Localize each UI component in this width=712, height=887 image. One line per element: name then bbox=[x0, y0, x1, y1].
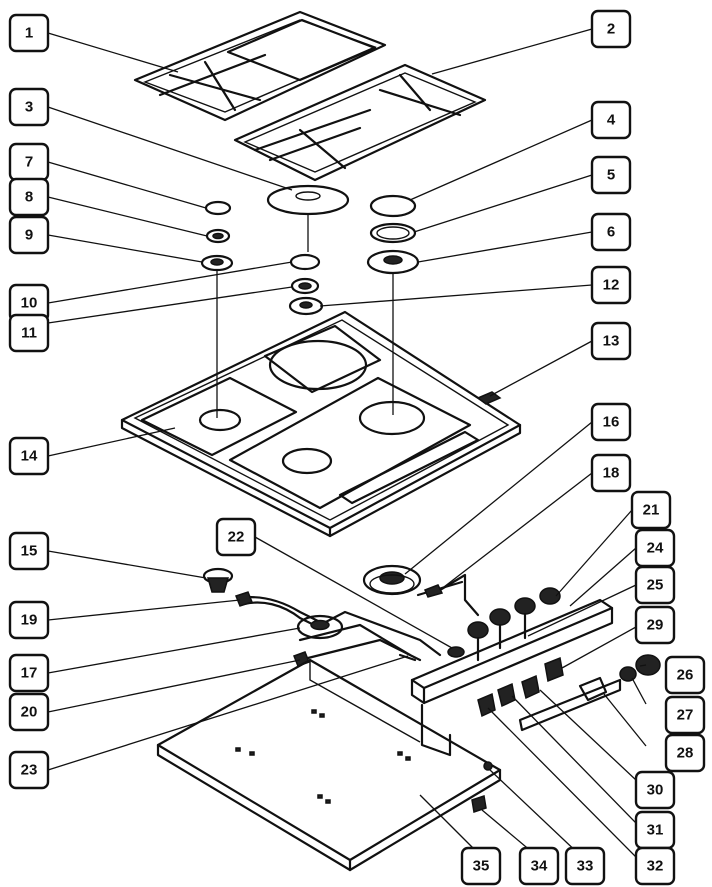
callout-7-label: 7 bbox=[25, 154, 33, 171]
pan-support-right bbox=[233, 63, 487, 182]
callout-21: 21 bbox=[630, 490, 672, 530]
callout-21-label: 21 bbox=[643, 502, 660, 519]
callout-28-label: 28 bbox=[677, 745, 694, 762]
callout-17-label: 17 bbox=[21, 665, 38, 682]
gas-taps bbox=[467, 587, 561, 662]
callout-11-label: 11 bbox=[21, 325, 37, 342]
injector-15 bbox=[202, 567, 234, 593]
pan-support-left bbox=[133, 10, 387, 122]
callout-25: 25 bbox=[634, 565, 676, 605]
callout-13-label: 13 bbox=[603, 333, 620, 350]
callout-28: 28 bbox=[664, 733, 706, 773]
knob-26 bbox=[635, 654, 661, 676]
burner-assembly-17 bbox=[296, 614, 344, 640]
callout-14: 14 bbox=[8, 436, 50, 476]
callout-18: 18 bbox=[590, 453, 632, 493]
callout-9-label: 9 bbox=[25, 227, 33, 244]
burner-cap-small-7 bbox=[204, 200, 232, 216]
burner-cap-medium bbox=[369, 194, 417, 218]
callout-33-label: 33 bbox=[577, 858, 594, 875]
burner-base-6 bbox=[366, 249, 420, 275]
callout-25-label: 25 bbox=[647, 577, 664, 594]
burner-ring-5 bbox=[369, 222, 417, 244]
callout-27: 27 bbox=[664, 695, 706, 735]
callout-35: 35 bbox=[460, 846, 502, 886]
hob-top-plate bbox=[120, 310, 522, 538]
burner-base-12 bbox=[288, 296, 324, 316]
callout-3-label: 3 bbox=[25, 99, 33, 116]
callout-23-label: 23 bbox=[21, 762, 38, 779]
leader-lines bbox=[47, 28, 647, 858]
callout-13: 13 bbox=[590, 321, 632, 361]
callout-32: 32 bbox=[634, 846, 676, 886]
callout-4: 4 bbox=[590, 100, 632, 140]
callout-30-label: 30 bbox=[647, 782, 664, 799]
callout-33: 33 bbox=[564, 846, 606, 886]
burner-ring-11 bbox=[290, 277, 320, 295]
tray-marks bbox=[235, 709, 411, 804]
callout-16-label: 16 bbox=[603, 414, 620, 431]
callout-1-label: 1 bbox=[25, 25, 33, 42]
callout-26-label: 26 bbox=[677, 667, 694, 684]
callout-20-label: 20 bbox=[21, 704, 38, 721]
callout-34: 34 bbox=[518, 846, 560, 886]
callout-14-label: 14 bbox=[21, 448, 38, 465]
burner-cap-large bbox=[266, 184, 350, 216]
callout-4-label: 4 bbox=[607, 112, 616, 129]
callout-23: 23 bbox=[8, 750, 50, 790]
callout-19: 19 bbox=[8, 600, 50, 640]
burner-assembly-16 bbox=[362, 564, 422, 596]
callout-8: 8 bbox=[8, 177, 50, 217]
control-bracket bbox=[410, 598, 622, 732]
callout-15-label: 15 bbox=[21, 543, 38, 560]
bracket-post bbox=[420, 703, 452, 757]
pipe-fitting-19 bbox=[235, 591, 253, 607]
callout-10-label: 10 bbox=[21, 295, 38, 312]
callout-20: 20 bbox=[8, 692, 50, 732]
callout-29-label: 29 bbox=[647, 617, 664, 634]
callout-6: 6 bbox=[590, 212, 632, 252]
callout-11: 11 bbox=[8, 313, 50, 353]
pipe-fitting-22 bbox=[447, 646, 465, 658]
callout-15: 15 bbox=[8, 531, 50, 571]
callout-32-label: 32 bbox=[647, 858, 664, 875]
burner-ring-8 bbox=[205, 228, 231, 244]
callout-7: 7 bbox=[8, 142, 50, 182]
callout-2: 2 bbox=[590, 9, 632, 49]
callout-24: 24 bbox=[634, 528, 676, 568]
callout-30: 30 bbox=[634, 770, 676, 810]
callout-22: 22 bbox=[215, 517, 257, 557]
callout-18-label: 18 bbox=[603, 465, 620, 482]
callout-9: 9 bbox=[8, 215, 50, 255]
callout-22-label: 22 bbox=[228, 529, 245, 546]
callout-2-label: 2 bbox=[607, 21, 615, 38]
callout-3: 3 bbox=[8, 87, 50, 127]
knob-27 bbox=[619, 666, 637, 682]
callout-31: 31 bbox=[634, 810, 676, 850]
pipe-fitting-18 bbox=[424, 584, 444, 598]
burner-base-9 bbox=[200, 254, 234, 272]
clip-34 bbox=[471, 795, 487, 813]
callout-34-label: 34 bbox=[531, 858, 548, 875]
callout-26: 26 bbox=[664, 655, 706, 695]
callout-1: 1 bbox=[8, 13, 50, 53]
callout-27-label: 27 bbox=[677, 707, 694, 724]
callout-29: 29 bbox=[634, 605, 676, 645]
callout-12-label: 12 bbox=[603, 277, 620, 294]
callout-6-label: 6 bbox=[607, 224, 615, 241]
callout-19-label: 19 bbox=[21, 612, 38, 629]
screw-33 bbox=[483, 761, 493, 771]
callout-17: 17 bbox=[8, 653, 50, 693]
callout-12: 12 bbox=[590, 265, 632, 305]
callout-24-label: 24 bbox=[647, 540, 664, 557]
callout-8-label: 8 bbox=[25, 189, 33, 206]
clip-28 bbox=[578, 676, 608, 702]
callout-16: 16 bbox=[590, 402, 632, 442]
callout-31-label: 31 bbox=[647, 822, 664, 839]
callout-5: 5 bbox=[590, 155, 632, 195]
callout-5-label: 5 bbox=[607, 167, 615, 184]
callout-35-label: 35 bbox=[473, 858, 490, 875]
burner-cap-10 bbox=[289, 253, 321, 271]
